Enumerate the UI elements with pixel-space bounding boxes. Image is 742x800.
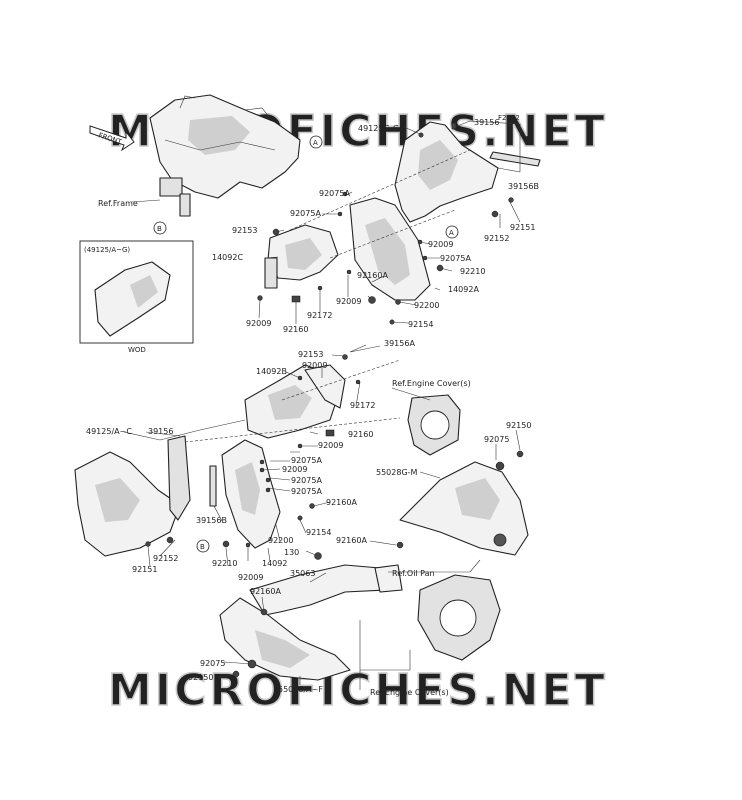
frame-assembly <box>149 94 301 217</box>
label-92210-1: 92210 <box>460 267 485 276</box>
callout-b-bottom <box>196 539 210 553</box>
inset-box <box>79 240 194 344</box>
label-14092a: 14092A <box>448 285 479 294</box>
label-92009-6: 92009 <box>282 465 307 474</box>
engine-cover-upper <box>407 394 461 456</box>
label-92075-top: 92075 <box>484 435 509 444</box>
bracket-35063 <box>249 564 403 616</box>
lower-cowl-55028a <box>219 597 351 681</box>
ref-engine-cover-top-label: Ref.Engine Cover(s) <box>392 379 471 388</box>
label-92151-1: 92151 <box>510 223 535 232</box>
inner-panel-14092 <box>209 439 281 549</box>
side-cowl-49125 <box>74 435 191 557</box>
callout-b-top-letter: B <box>157 225 162 233</box>
inset-title: (49125/A~G) <box>84 246 130 254</box>
ref-oil-pan-label: Ref.Oil Pan <box>392 569 435 578</box>
label-92075-bottom: 92075 <box>200 659 225 668</box>
label-92172-1: 92172 <box>307 311 332 320</box>
callout-a-top-letter: A <box>313 139 318 147</box>
inset-caption: WOD <box>128 346 146 354</box>
label-92160a-1: 92160A <box>357 271 388 280</box>
callout-b-bottom-letter: B <box>200 543 205 551</box>
callout-b-top <box>153 221 167 235</box>
label-55028-a-f: 55028/A~F <box>278 685 323 694</box>
label-92153-1: 92153 <box>232 226 257 235</box>
label-92200-2: 92200 <box>268 536 293 545</box>
label-35063: 35063 <box>290 569 315 578</box>
inner-fairing <box>244 364 346 439</box>
label-92075a-2: 92075A <box>290 209 321 218</box>
label-39156a: 39156A <box>384 339 415 348</box>
label-14092b: 14092B <box>256 367 287 376</box>
label-92160a-2: 92160A <box>326 498 357 507</box>
label-92154-1: 92154 <box>408 320 433 329</box>
label-49125-a-c: 49125/A~C <box>86 427 132 436</box>
label-92075a-1: 92075A <box>319 189 350 198</box>
lower-cowl-55028g <box>399 461 529 556</box>
label-92075a-4: 92075A <box>291 456 322 465</box>
label-92172-2: 92172 <box>350 401 375 410</box>
label-92075a-5: 92075A <box>291 476 322 485</box>
label-14092: 14092 <box>262 559 287 568</box>
label-92009-4: 92009 <box>302 361 327 370</box>
label-92150-bottom: 92150 <box>188 673 213 682</box>
label-92075a-6: 92075A <box>291 487 322 496</box>
label-130: 130 <box>284 548 299 557</box>
label-92009-3: 92009 <box>428 240 453 249</box>
label-92151-2: 92151 <box>132 565 157 574</box>
label-92153-2: 92153 <box>298 350 323 359</box>
label-92160a-4: 92160A <box>250 587 281 596</box>
label-92152-1: 92152 <box>484 234 509 243</box>
duct-14092c <box>264 224 339 289</box>
label-92075a-3: 92075A <box>440 254 471 263</box>
label-39156-bottom: 39156 <box>148 427 173 436</box>
label-92152-2: 92152 <box>153 554 178 563</box>
engine-cover-lower <box>417 574 501 661</box>
part-labels: 49125G-G 39156 39156B 92075A 92075A 9215… <box>86 118 539 697</box>
ref-engine-cover-bottom-label: Ref.Engine Cover(s) <box>370 688 449 697</box>
watermark-bottom: MICROFICHES.NET <box>108 665 608 716</box>
label-92200-1: 92200 <box>414 301 439 310</box>
fasteners <box>145 122 524 678</box>
label-92009-5: 92009 <box>318 441 343 450</box>
label-92009-1: 92009 <box>246 319 271 328</box>
leader-lines <box>123 120 521 690</box>
label-92160-1: 92160 <box>283 325 308 334</box>
label-92009-2: 92009 <box>336 297 361 306</box>
label-92150-top: 92150 <box>506 421 531 430</box>
label-92154-2: 92154 <box>306 528 331 537</box>
callout-a-mid-letter: A <box>449 229 454 237</box>
label-92160a-3: 92160A <box>336 536 367 545</box>
label-92210-2: 92210 <box>212 559 237 568</box>
label-14092c: 14092C <box>212 253 243 262</box>
label-49125g-g: 49125G-G <box>358 124 399 133</box>
leader-ref-frame <box>131 199 161 203</box>
label-39156b-top: 39156B <box>508 182 539 191</box>
label-39156b-bottom: 39156B <box>196 516 227 525</box>
callout-a-top <box>309 135 323 149</box>
diagram-code: F2872 <box>498 114 520 122</box>
label-55028g-m: 55028G-M <box>376 468 418 477</box>
ref-frame-label: Ref.Frame <box>98 199 138 208</box>
upper-bracket <box>349 121 541 301</box>
label-92009-7: 92009 <box>238 573 263 582</box>
label-92160-2: 92160 <box>348 430 373 439</box>
label-39156-top: 39156 <box>474 118 499 127</box>
callout-a-mid <box>445 225 459 239</box>
